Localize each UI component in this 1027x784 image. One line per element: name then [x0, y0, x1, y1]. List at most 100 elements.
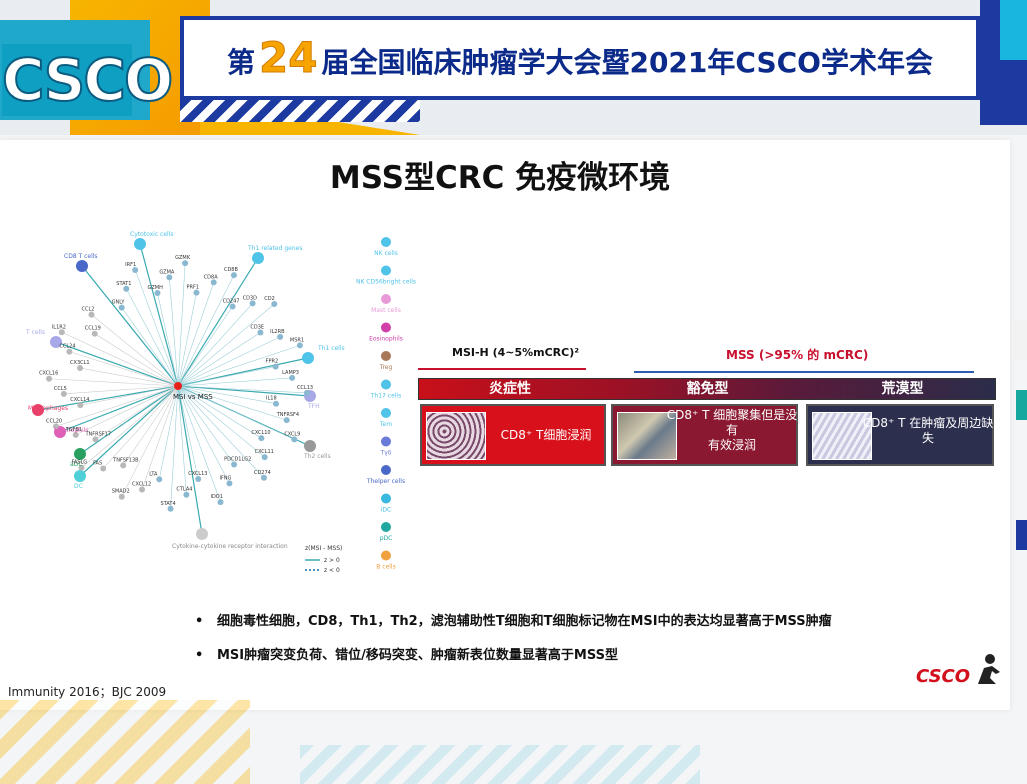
desert-histology-image: [812, 412, 872, 460]
network-hub-node: [74, 448, 86, 460]
cell-type-dot: [381, 408, 391, 418]
network-gene-label: CD8B: [224, 267, 239, 273]
network-gene-node: [257, 329, 264, 336]
cell-type-dot: [381, 493, 391, 504]
network-gene-node: [167, 505, 174, 512]
cell-type-dot: [381, 351, 391, 361]
network-edge: [177, 366, 276, 387]
network-gene-label: FPR2: [266, 359, 279, 365]
network-gene-label: LAMP3: [282, 370, 299, 376]
network-edge: [169, 277, 179, 387]
network-edge: [95, 385, 179, 440]
excluded-desc-line1: CD8⁺ T 细胞聚集但是没: [666, 408, 798, 422]
network-gene-label: TNFRSF17: [84, 431, 111, 437]
network-gene-node: [92, 436, 99, 443]
footer-csco-logo: CSCO: [916, 666, 971, 687]
network-edge: [121, 307, 179, 387]
footer-figure-icon: [978, 654, 1000, 684]
network-hub-node: [304, 440, 316, 452]
network-gene-node: [217, 499, 224, 506]
network-edge: [37, 385, 179, 411]
network-gene-label: CXCL12: [132, 481, 151, 487]
cell-type-label: Tem: [379, 421, 392, 428]
network-gene-node: [226, 480, 233, 487]
network-gene-node: [260, 474, 267, 481]
network-edge: [134, 269, 179, 387]
network-gene-node: [91, 330, 98, 337]
network-gene-node: [156, 476, 163, 483]
network-gene-node: [271, 301, 278, 308]
network-edge: [157, 292, 179, 387]
network-hub-node: [74, 470, 86, 482]
cell-type-dot: [381, 550, 391, 561]
network-edge: [177, 385, 203, 535]
network-edge: [177, 385, 277, 404]
right-edge-decor: [1012, 320, 1027, 360]
network-gene-label: CCL20: [46, 418, 62, 424]
right-edge-decor-blue: [1016, 520, 1027, 550]
network-gene-label: CXCL11: [255, 449, 274, 455]
network-gene-label: CD8A: [204, 274, 219, 280]
inflamed-histology-image: [426, 412, 486, 460]
network-gene-node: [88, 311, 95, 318]
network-edge: [79, 367, 179, 387]
network-edge: [177, 385, 199, 480]
network-gene-label: TNFRSF4: [276, 412, 299, 418]
network-hub-label: aDC: [70, 461, 83, 468]
network-gene-node: [72, 431, 79, 438]
network-hub-node: [134, 238, 146, 250]
network-gene-node: [118, 304, 125, 311]
network-edge: [177, 385, 311, 397]
cell-type-label: B cells: [376, 564, 395, 571]
network-gene-node: [78, 464, 85, 471]
network-gene-node: [261, 454, 268, 461]
network-edge: [59, 385, 179, 433]
right-edge-decor-teal: [1016, 390, 1027, 420]
network-gene-label: CCL5: [54, 386, 67, 392]
title-number: 24: [259, 33, 318, 83]
network-edge: [177, 282, 214, 387]
network-hub-label: TFH: [307, 403, 320, 410]
cell-type-label: Treg: [379, 364, 393, 371]
network-hub-label: MSI vs MSS: [173, 393, 213, 401]
network-hub-node: [252, 252, 264, 264]
cell-type-dot: [381, 379, 391, 390]
network-edge: [177, 275, 235, 387]
network-hub-label: CD8 T cells: [64, 253, 98, 260]
network-edge: [69, 351, 179, 387]
cell-type-label: Tγδ: [380, 450, 392, 457]
network-hub-label: Macrophages: [28, 405, 68, 412]
network-gene-label: CD247: [223, 298, 240, 304]
network-gene-node: [249, 300, 256, 307]
desert-desc: CD8⁺ T 在肿瘤及周边缺 失: [862, 416, 994, 446]
mss-label: MSS (>95% 的 mCRC): [726, 348, 869, 362]
cell-type-label: Mast cells: [371, 307, 401, 314]
bullet-item: •细胞毒性细胞，CD8，Th1，Th2，滤泡辅助性T细胞和T细胞标记物在MSI中…: [195, 610, 832, 629]
network-gene-node: [210, 279, 217, 286]
network-gene-node: [230, 272, 237, 279]
excluded-box: CD8⁺ T 细胞聚集但是没 有 有效浸润: [611, 404, 798, 466]
network-hub-label: Th1 related genes: [247, 245, 302, 252]
network-hub-label: Neutrophils: [54, 427, 88, 434]
network-gene-node: [132, 266, 139, 273]
network-gene-node: [139, 486, 146, 493]
network-edge: [177, 385, 221, 503]
network-edge: [121, 385, 179, 497]
network-gene-node: [120, 462, 127, 469]
cell-type-dot: [381, 237, 391, 247]
network-hub-label: Th2 cells: [303, 453, 331, 460]
network-edge: [55, 385, 179, 427]
network-hub-node: [32, 404, 44, 416]
reference-citation: Immunity 2016；BJC 2009: [8, 685, 167, 699]
network-edge: [177, 385, 187, 495]
cell-type-dot: [381, 294, 391, 304]
msi-h-label: MSI-H (4~5%mCRC)²: [452, 346, 580, 359]
cell-type-label: Th17 cells: [370, 393, 401, 400]
network-gene-node: [166, 274, 173, 281]
network-gene-label: GZMA: [159, 269, 175, 275]
network-gene-label: CXCL14: [70, 397, 89, 403]
cell-type-label: NK CD56bright cells: [356, 279, 416, 286]
network-gene-node: [289, 374, 296, 381]
